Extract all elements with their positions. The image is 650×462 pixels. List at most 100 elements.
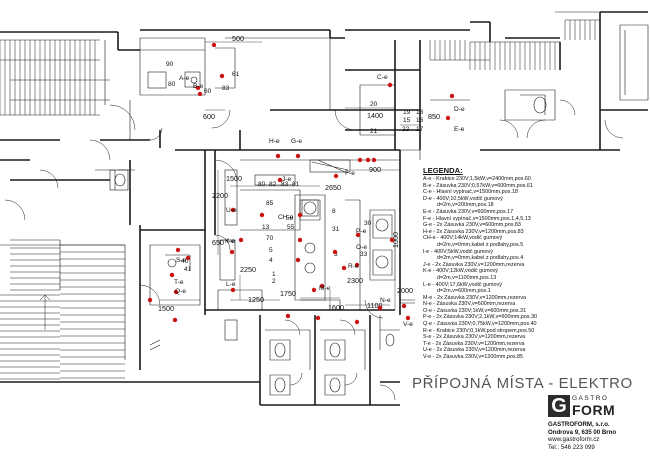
equipment-number: 4 — [269, 257, 273, 264]
legend-item: U-e - 2x Zásuvka 230V,v=1200mm,rezerva — [423, 347, 526, 354]
pipe — [149, 339, 161, 351]
dimension-label: 650 — [212, 238, 224, 247]
socket-label: I-e — [227, 238, 235, 245]
company-phone: Tel.: 546 223 099 — [548, 443, 595, 451]
socket-label: K-e — [225, 238, 236, 245]
socket-marker — [332, 249, 338, 255]
socket-marker — [230, 287, 236, 293]
legend-item: F-e - Hlavní vypínač,v=1500mm,pos.1,4,5,… — [423, 215, 531, 222]
dimension-label: 1250 — [248, 295, 264, 304]
counter — [309, 159, 351, 173]
equipment-number: 61 — [232, 71, 240, 78]
legend-item: T-e - 2x Zásuvka 230V,v=1200mm,rezerva — [423, 340, 525, 347]
dimension-label: 850 — [428, 112, 440, 121]
wall-segment — [394, 40, 421, 150]
socket-label: A-e — [179, 75, 190, 82]
dimension-label: 600 — [203, 112, 215, 121]
equipment-number: 5 — [269, 247, 273, 254]
legend-item: M-e - 2x Zásuvka 230V,v=1200mm,rezerva — [423, 294, 527, 301]
socket-marker — [219, 73, 225, 79]
room-outline — [359, 84, 396, 136]
socket-marker — [259, 212, 265, 218]
legend-item: d=2m,v=1100mm,pos.13 — [437, 274, 497, 281]
legend-item: V-e - 2x Zásuvka 230V,v=1200mm,pos.85 — [423, 354, 524, 361]
counter — [224, 319, 238, 341]
wall-segment — [139, 225, 205, 370]
socket-marker — [355, 232, 361, 238]
equipment-number: 20 — [370, 101, 378, 108]
wc-bowl — [385, 333, 395, 347]
socket-marker — [311, 287, 317, 293]
room-outline — [265, 329, 366, 370]
legend-item: d=2m,v=600mm,pos.1 — [437, 288, 491, 295]
dimension-label: 1500 — [158, 304, 174, 313]
equipment-number: 22 — [402, 126, 410, 133]
fixture-box — [301, 199, 319, 217]
door-swing — [211, 109, 231, 129]
socket-label: F-e — [345, 170, 355, 177]
equipment-number: 13 — [262, 224, 270, 231]
socket-marker — [295, 257, 301, 263]
room-outline — [165, 254, 191, 270]
dimension-label: 1600 — [328, 303, 344, 312]
legend-item: D-e - 400V;10,5kW,vodič gumový — [423, 195, 503, 202]
room-outline — [619, 24, 649, 101]
door-swing — [149, 127, 163, 141]
fixture-box — [184, 71, 201, 88]
door-swing — [604, 119, 624, 139]
socket-label: P-e — [356, 228, 367, 235]
socket-marker — [172, 317, 178, 323]
room-outline — [225, 37, 331, 110]
room-outline — [10, 239, 61, 291]
socket-label: E-e — [454, 126, 465, 133]
socket-marker — [449, 93, 455, 99]
door-swing — [4, 199, 26, 221]
socket-marker — [315, 315, 321, 321]
legend-title: LEGENDA: — [423, 166, 463, 175]
wall-segment — [259, 315, 400, 406]
socket-marker — [354, 319, 360, 325]
socket-label: S-e — [176, 257, 187, 264]
socket-marker — [229, 249, 235, 255]
fixture-box — [109, 169, 129, 191]
door-swing — [39, 169, 59, 189]
room-outline — [269, 339, 291, 361]
socket-label: T-e — [174, 279, 184, 286]
socket-label: U-e — [226, 207, 237, 214]
socket-marker — [275, 153, 281, 159]
room-outline — [215, 47, 236, 89]
room-outline — [299, 199, 321, 221]
equipment-number: 15 — [403, 117, 411, 124]
legend-item: P-e - 2x Zásuvka 230V;2,1kW,v=600mm,pos.… — [423, 314, 538, 321]
company-address: Ondrova 9, 635 00 Brno — [548, 428, 617, 436]
door-swing — [344, 372, 358, 386]
pipe — [400, 299, 415, 304]
room-outline — [149, 244, 201, 306]
stair-arrow — [39, 294, 51, 330]
socket-label: N-e — [380, 297, 391, 304]
socket-label: J-e — [282, 176, 291, 183]
legend-item: H-e - 2x Zásuvka 230V,v=1200mm,pos.83 — [423, 228, 524, 235]
equipment-number: 1 — [272, 271, 276, 278]
hatch — [311, 159, 349, 173]
legend-item: L-e - 400V;17,6kW,vodič gumový — [423, 281, 502, 288]
room-outline — [372, 214, 393, 239]
socket-marker — [297, 237, 303, 243]
company-block: G GASTRO FORM GASTROFORM, s.r.o. Ondrova… — [548, 395, 648, 451]
legend-item: C-e - Hlavní vypínač,v=1500mm,pos.18 — [423, 189, 518, 196]
legend-item: E-e - Zásuvka 230V,v=600mm,pos.17 — [423, 208, 514, 215]
fixture-circle — [167, 258, 177, 268]
wc-bowl — [329, 342, 341, 358]
room-outline — [217, 289, 263, 311]
logo-letter: G — [548, 395, 570, 417]
socket-marker — [341, 265, 347, 271]
socket-label: C-e — [377, 74, 388, 81]
room-outline — [139, 37, 206, 96]
socket-marker — [405, 315, 411, 321]
equipment-number: 21 — [370, 128, 378, 135]
legend-item: S-e - 2x Zásuvka 230V,v=1200mm,rezerva — [423, 334, 526, 341]
wall-segment — [0, 159, 131, 225]
socket-marker — [377, 305, 383, 311]
socket-marker — [277, 177, 283, 183]
legend-item: I-e - 400V;5kW,vodič gumový — [423, 248, 493, 255]
